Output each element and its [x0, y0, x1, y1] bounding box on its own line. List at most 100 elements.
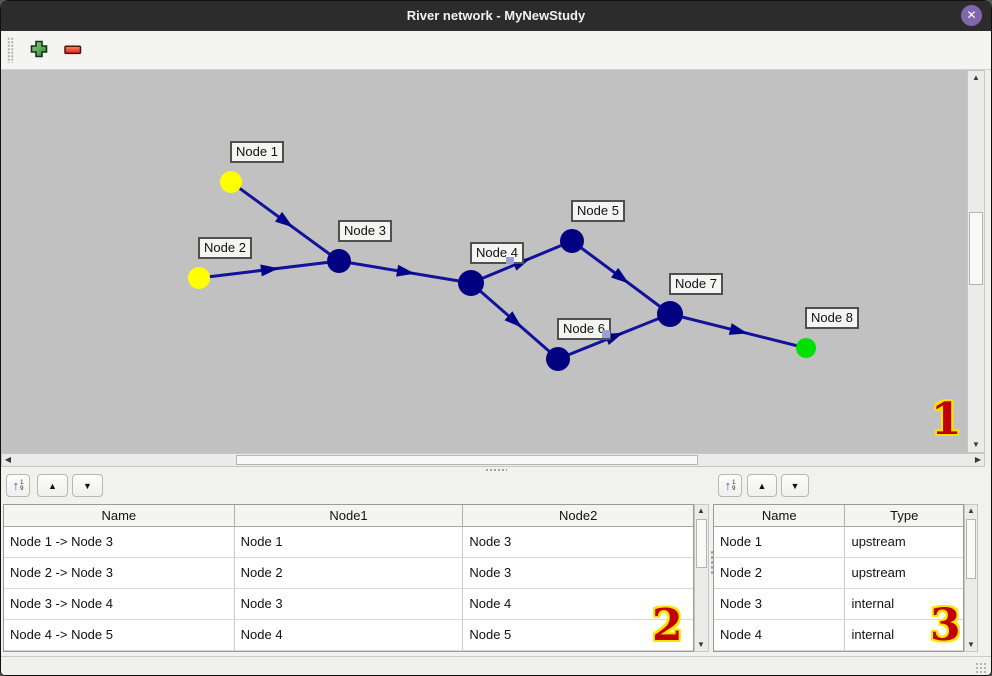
- nodes-move-up-button[interactable]: ▲: [747, 474, 777, 497]
- node-label[interactable]: Node 6: [557, 318, 611, 340]
- scroll-left-icon[interactable]: ◀: [4, 455, 12, 464]
- scroll-down-icon[interactable]: ▼: [972, 440, 980, 449]
- main-toolbar: [1, 31, 991, 70]
- add-button[interactable]: [30, 40, 48, 61]
- remove-button[interactable]: [64, 43, 82, 58]
- table-cell: Node 1 -> Node 3: [4, 527, 235, 557]
- canvas-hscroll-thumb[interactable]: [236, 455, 698, 465]
- annotation-number: 1: [931, 394, 962, 445]
- nodes-move-down-button[interactable]: ▼: [781, 474, 809, 497]
- table-cell: upstream: [851, 565, 906, 580]
- toolbar-drag-handle[interactable]: [7, 37, 14, 63]
- river-node[interactable]: [657, 301, 683, 327]
- canvas-hscrollbar[interactable]: ◀ ▶: [1, 453, 985, 467]
- up-triangle-icon: ▲: [757, 480, 767, 491]
- table-cell: Node 4 -> Node 5: [4, 620, 235, 650]
- table-cell: Node 3: [235, 589, 464, 619]
- table-cell: upstream: [851, 534, 906, 549]
- column-header[interactable]: Node1: [235, 505, 464, 526]
- canvas-tables-splitter[interactable]: [1, 467, 991, 471]
- annotation-number: 2: [652, 600, 683, 651]
- scroll-down-icon[interactable]: ▼: [967, 640, 975, 649]
- scroll-up-icon[interactable]: ▲: [967, 506, 975, 515]
- table-cell: Node 3: [469, 534, 512, 549]
- flow-direction-arrow-icon: [611, 267, 629, 284]
- scroll-down-icon[interactable]: ▼: [697, 640, 705, 649]
- close-icon: ✕: [966, 8, 977, 22]
- up-triangle-icon: ▲: [48, 480, 57, 491]
- table-cell: Node 2: [714, 558, 846, 588]
- nodes-scroll-thumb[interactable]: [966, 519, 976, 579]
- flow-direction-arrow-icon: [728, 323, 748, 335]
- annotation-number: 3: [930, 600, 961, 651]
- reaches-table-scrollbar[interactable]: ▲ ▼: [694, 504, 709, 652]
- column-header[interactable]: Name: [4, 505, 235, 526]
- reaches-move-down-button[interactable]: ▼: [72, 474, 103, 497]
- river-node[interactable]: [220, 171, 242, 193]
- selection-mark: [506, 257, 514, 264]
- node-label[interactable]: Node 4: [470, 242, 524, 264]
- reaches-move-up-button[interactable]: ▲: [37, 474, 68, 497]
- column-header[interactable]: Node2: [559, 508, 598, 523]
- table-row[interactable]: Node 2 upstream: [714, 558, 963, 589]
- table-cell: Node 3 -> Node 4: [4, 589, 235, 619]
- node-label[interactable]: Node 1: [230, 141, 284, 163]
- network-canvas[interactable]: Node 1 Node 2 Node 3 Node 4 Node 5 Node 6 Node…: [1, 70, 967, 453]
- node-label[interactable]: Node 5: [571, 200, 625, 222]
- canvas-vscroll-thumb[interactable]: [969, 212, 983, 285]
- river-node[interactable]: [546, 347, 570, 371]
- nodes-table-scrollbar[interactable]: ▲ ▼: [964, 504, 978, 652]
- scroll-right-icon[interactable]: ▶: [974, 455, 982, 464]
- scroll-up-icon[interactable]: ▲: [972, 73, 980, 82]
- close-button[interactable]: ✕: [961, 5, 982, 26]
- table-header: Name Type: [714, 505, 963, 527]
- river-node[interactable]: [796, 338, 816, 358]
- reaches-scroll-thumb[interactable]: [696, 519, 707, 568]
- minus-icon: [64, 43, 82, 58]
- titlebar[interactable]: River network - MyNewStudy ✕: [1, 1, 991, 31]
- table-cell: Node 2: [235, 558, 464, 588]
- node-label[interactable]: Node 8: [805, 307, 859, 329]
- flow-direction-arrow-icon: [504, 311, 522, 328]
- down-triangle-icon: ▼: [83, 480, 92, 491]
- river-node[interactable]: [560, 229, 584, 253]
- panels-splitter[interactable]: [710, 550, 714, 574]
- table-row[interactable]: Node 1 upstream: [714, 527, 963, 558]
- node-label[interactable]: Node 3: [338, 220, 392, 242]
- canvas-vscrollbar[interactable]: ▲ ▼: [967, 70, 985, 453]
- node-label[interactable]: Node 7: [669, 273, 723, 295]
- river-node[interactable]: [458, 270, 484, 296]
- canvas-right-strip: [985, 70, 991, 467]
- table-cell: internal: [851, 627, 895, 642]
- resize-grip[interactable]: [975, 662, 987, 674]
- table-cell: Node 4: [469, 596, 512, 611]
- table-cell: Node 1: [714, 527, 846, 557]
- river-network-graph: [188, 171, 816, 371]
- table-cell: Node 3: [714, 589, 846, 619]
- table-cell: Node 1: [235, 527, 464, 557]
- selection-mark: [602, 330, 610, 338]
- river-node[interactable]: [188, 267, 210, 289]
- status-bar: [1, 656, 991, 675]
- river-node[interactable]: [327, 249, 351, 273]
- column-header[interactable]: Type: [890, 508, 919, 523]
- down-triangle-icon: ▼: [790, 480, 800, 491]
- scroll-up-icon[interactable]: ▲: [697, 506, 705, 515]
- window-title: River network - MyNewStudy: [406, 8, 586, 23]
- column-header[interactable]: Name: [714, 505, 846, 526]
- node-label[interactable]: Node 2: [198, 237, 252, 259]
- plus-icon: [30, 40, 48, 61]
